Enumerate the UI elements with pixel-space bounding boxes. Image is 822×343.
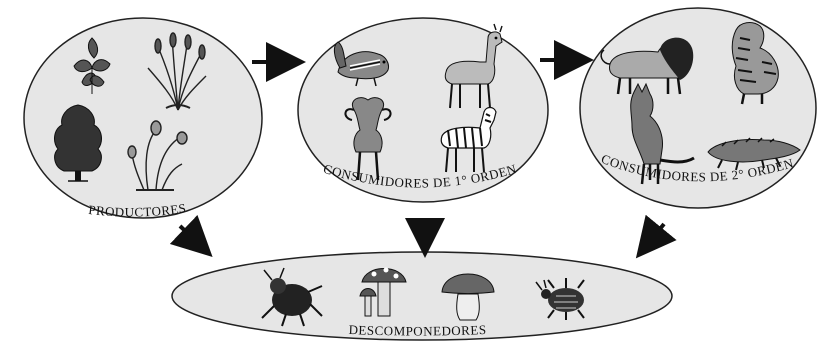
arrow-producers-to-decomposers: [180, 226, 201, 246]
decomposers-group: DESCOMPONEDORES: [172, 252, 672, 340]
arrow-secondary-to-decomposers: [646, 224, 664, 246]
producers-group: PRODUCTORES: [24, 18, 262, 220]
primary-consumers-group: CONSUMIDORES DE 1° ORDEN: [298, 18, 548, 202]
secondary-consumers-group: CONSUMIDORES DE 2° ORDEN: [580, 8, 816, 208]
decomposers-label: DESCOMPONEDORES: [348, 322, 487, 339]
